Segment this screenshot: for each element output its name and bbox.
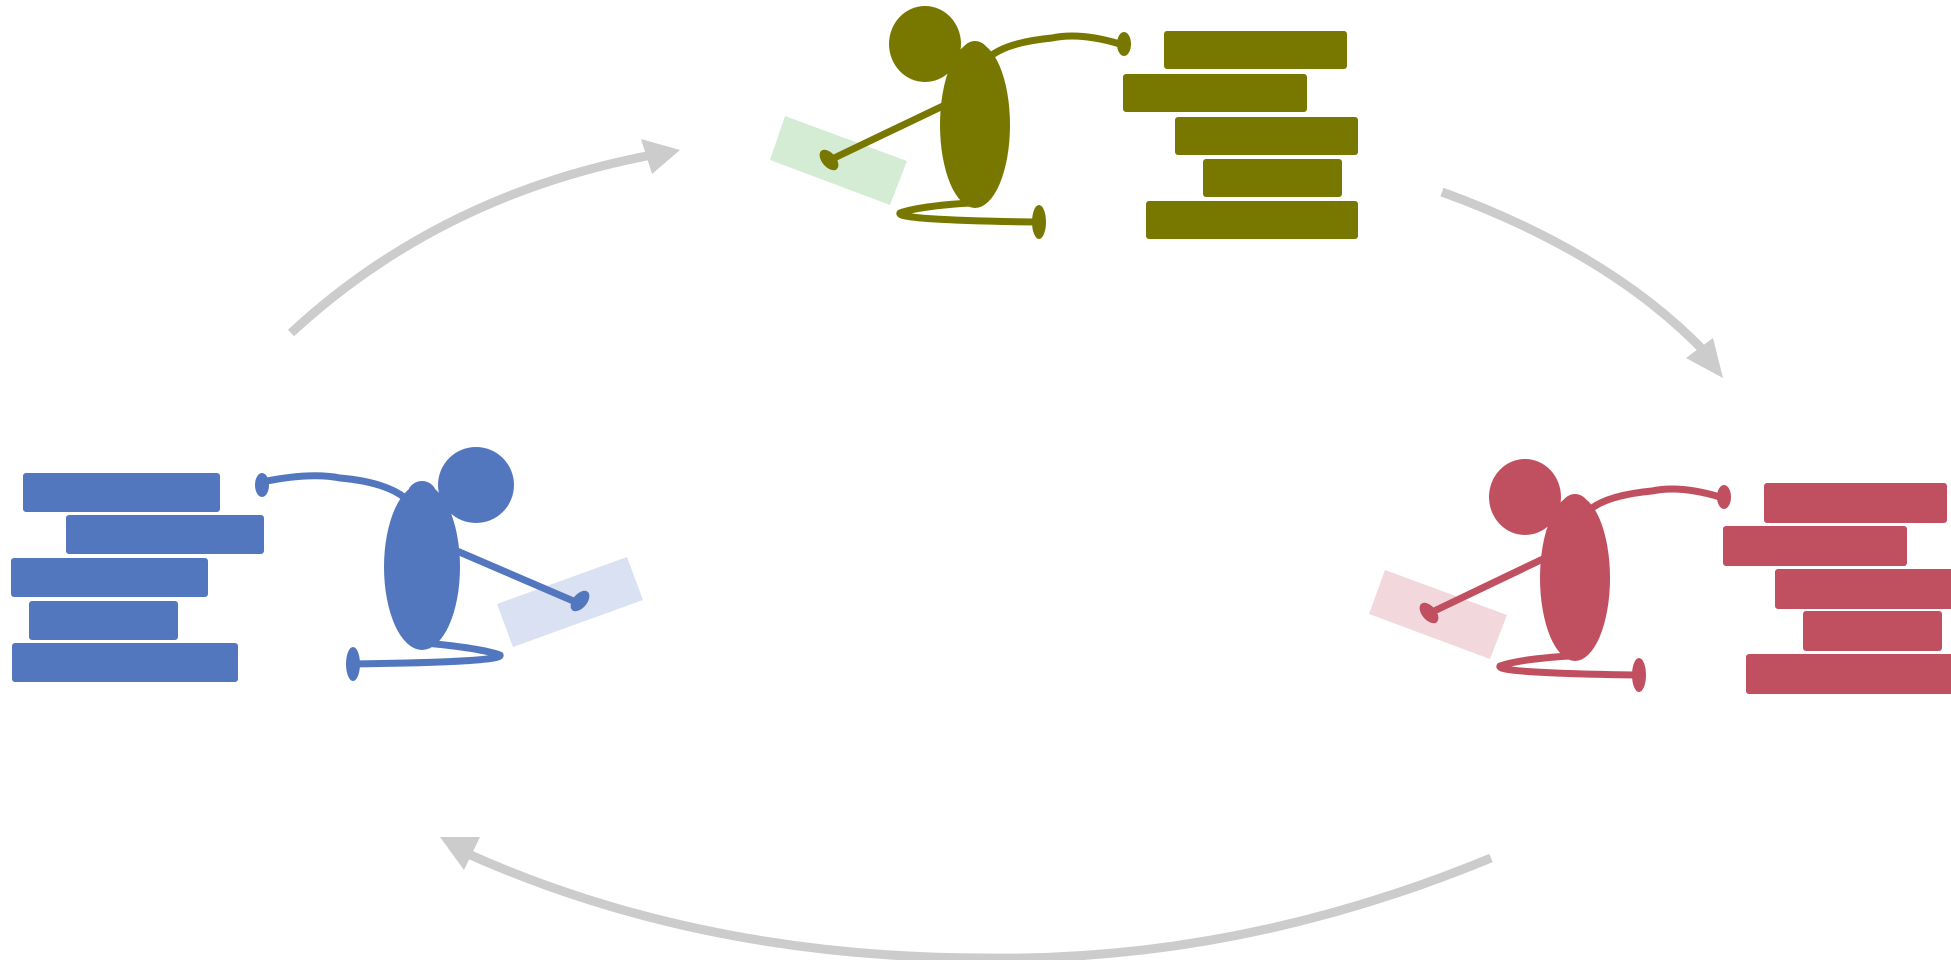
book: [1144, 199, 1360, 241]
book: [27, 599, 180, 642]
paper-sheet-top: [770, 116, 907, 205]
body: [384, 484, 460, 650]
book-stack-top: [1121, 29, 1360, 241]
book: [1201, 157, 1344, 199]
book: [64, 513, 266, 556]
arrow-top-to-right: [1440, 187, 1723, 378]
node-right: [1369, 459, 1951, 696]
book-stack-left: [9, 471, 266, 684]
book: [10, 641, 240, 684]
paper-sheet-right: [1369, 570, 1507, 659]
shoulder: [961, 41, 989, 69]
foot: [346, 647, 360, 681]
head: [889, 6, 961, 82]
book: [21, 471, 222, 514]
book: [9, 556, 210, 599]
hand: [819, 149, 839, 171]
book: [1173, 115, 1360, 157]
stick-figure-left: [255, 447, 590, 681]
hand: [570, 590, 590, 612]
hand: [1117, 32, 1131, 56]
body: [940, 42, 1010, 208]
hand: [1717, 485, 1731, 509]
shoulder: [1561, 494, 1589, 522]
node-left: [9, 447, 643, 684]
hand: [255, 473, 269, 497]
book-stack-right: [1721, 481, 1951, 696]
cycle-arrows: [287, 139, 1723, 960]
head: [438, 447, 514, 523]
book: [1762, 481, 1949, 525]
book: [1121, 72, 1309, 114]
book: [1744, 652, 1951, 696]
shoulder: [407, 481, 437, 511]
head: [1489, 459, 1561, 535]
book: [1801, 609, 1944, 653]
arrow-left-to-top: [287, 139, 680, 337]
book: [1162, 29, 1349, 71]
foot: [1632, 658, 1646, 692]
hand: [1419, 602, 1439, 624]
node-top: [770, 6, 1360, 241]
body: [1540, 495, 1610, 661]
book: [1721, 524, 1909, 568]
arrow-right-to-left: [440, 837, 1493, 960]
book: [1773, 567, 1951, 611]
stick-figure-right: [1419, 459, 1731, 692]
foot: [1032, 205, 1046, 239]
stick-figure-top: [819, 6, 1131, 239]
